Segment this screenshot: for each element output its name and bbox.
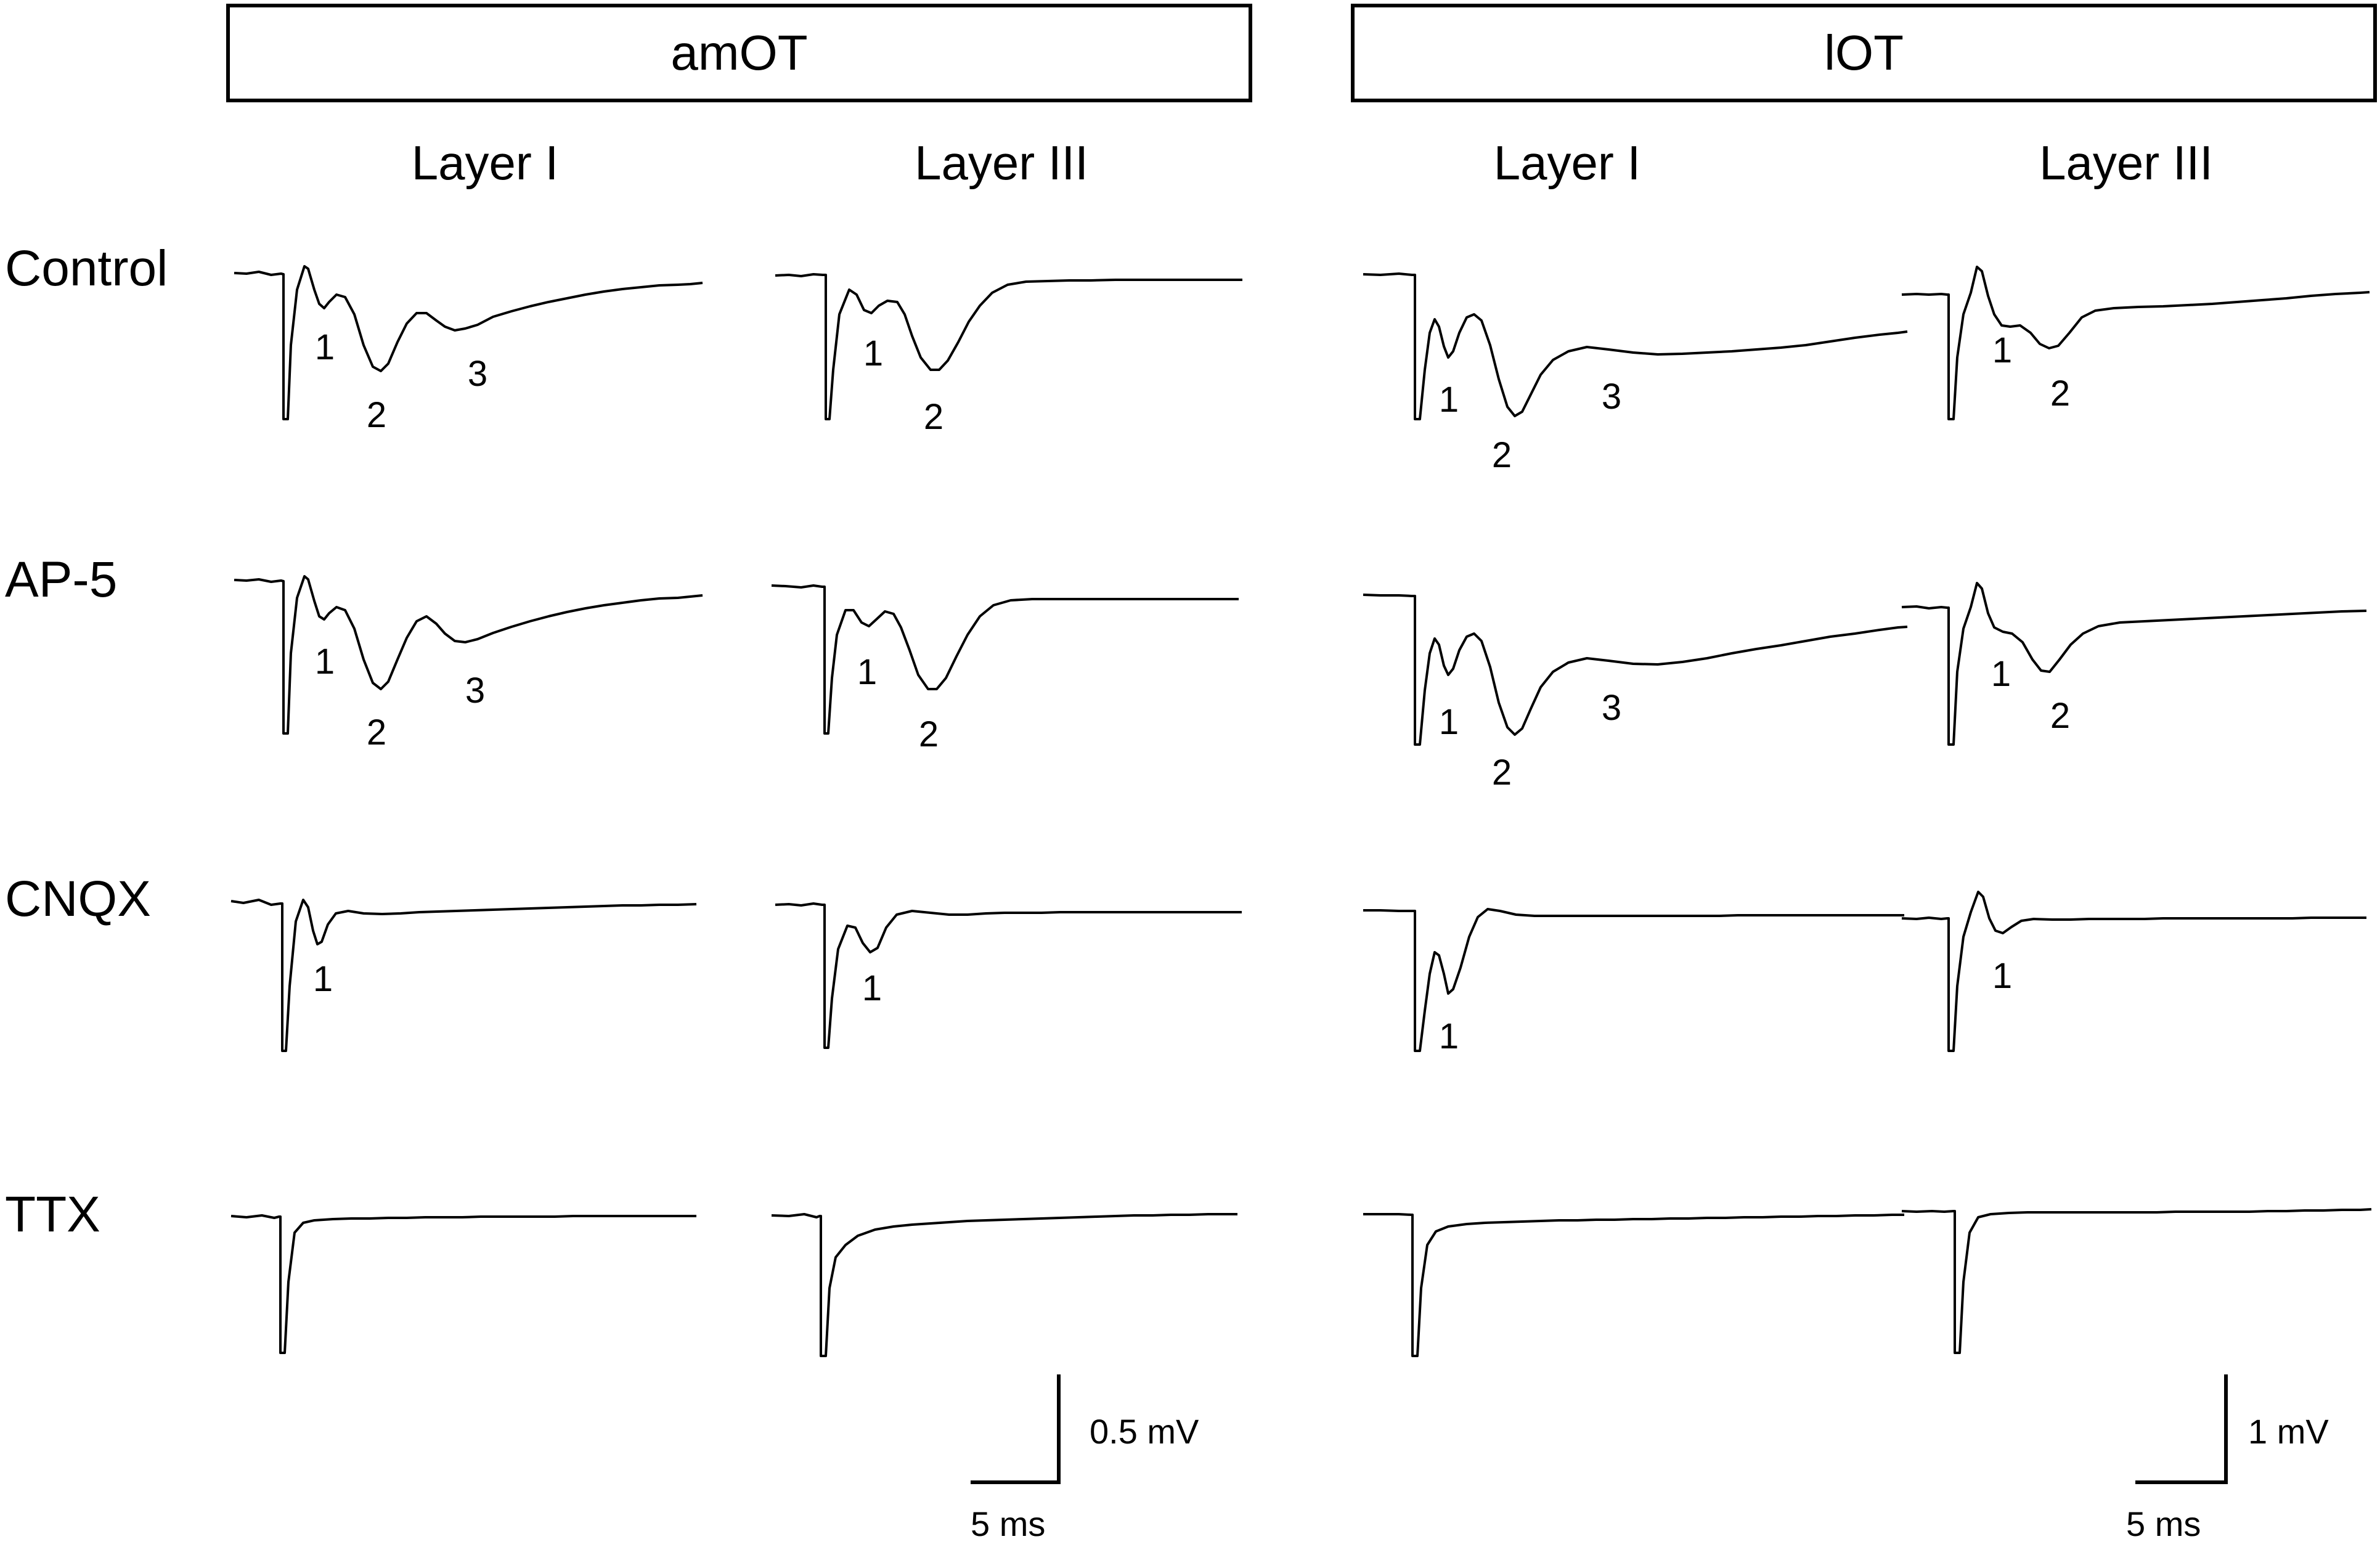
peak-label-cnqx-lot-l1-1: 1 (1438, 1016, 1459, 1056)
row-label-ap5: AP-5 (5, 552, 118, 608)
trace-control-amot-layer1 (234, 265, 703, 420)
scale-label-amot-voltage: 0.5 mV (1090, 1412, 1199, 1451)
trace-ap5-lot-layer1 (1363, 594, 1908, 746)
peak-label-control-lot-l3-2: 2 (2050, 373, 2071, 414)
peak-label-ap5-amot-l3-2: 2 (918, 714, 939, 754)
group-box-amot: amOT (226, 4, 1252, 102)
scale-label-lot-time: 5 ms (2126, 1504, 2201, 1543)
peak-label-ap5-lot-l1-1: 1 (1438, 702, 1459, 742)
peak-label-control-amot-l1-2: 2 (366, 395, 387, 435)
peak-label-control-amot-l3-1: 1 (863, 333, 884, 373)
scale-label-amot-time: 5 ms (971, 1504, 1046, 1543)
peak-label-control-lot-l1-3: 3 (1601, 377, 1622, 417)
peak-label-ap5-lot-l3-2: 2 (2050, 696, 2071, 736)
trace-cnqx-amot-layer3 (775, 902, 1242, 1049)
group-label-lot: lOT (1824, 25, 1904, 80)
scale-bar-amot (971, 1374, 1061, 1484)
trace-cnqx-amot-layer1 (230, 899, 697, 1052)
peak-label-ap5-lot-l1-3: 3 (1601, 688, 1622, 728)
peak-label-cnqx-amot-l1-1: 1 (312, 959, 333, 999)
trace-ttx-amot-layer3 (771, 1213, 1237, 1357)
scale-bar-lot (2135, 1374, 2228, 1484)
peak-label-control-amot-l3-2: 2 (923, 397, 944, 437)
row-label-cnqx: CNQX (5, 871, 151, 927)
trace-control-lot-layer1 (1363, 272, 1908, 420)
trace-ttx-lot-layer1 (1363, 1213, 1904, 1357)
peak-label-control-amot-l1-3: 3 (467, 354, 488, 394)
trace-control-lot-layer3 (1901, 266, 2370, 420)
peak-label-cnqx-lot-l3-1: 1 (1992, 956, 2013, 996)
peak-label-control-lot-l3-1: 1 (1992, 330, 2013, 370)
column-label-lot-layer3: Layer III (2039, 136, 2213, 190)
trace-ap5-amot-layer3 (771, 584, 1239, 735)
trace-cnqx-lot-layer1 (1363, 908, 1904, 1052)
peak-label-ap5-amot-l1-2: 2 (366, 712, 387, 753)
peak-label-control-amot-l1-1: 1 (314, 327, 335, 367)
trace-control-amot-layer3 (775, 273, 1242, 420)
row-label-ttx: TTX (5, 1186, 100, 1243)
trace-ap5-amot-layer1 (234, 575, 703, 735)
group-label-amot: amOT (670, 25, 808, 80)
trace-ttx-lot-layer3 (1901, 1208, 2372, 1354)
column-label-lot-layer1: Layer I (1493, 136, 1641, 190)
peak-label-control-lot-l1-1: 1 (1438, 380, 1459, 420)
peak-label-ap5-amot-l3-1: 1 (857, 652, 878, 692)
peak-label-ap5-lot-l3-1: 1 (1991, 654, 2011, 694)
peak-label-ap5-amot-l1-3: 3 (465, 671, 486, 711)
trace-ttx-amot-layer1 (230, 1214, 696, 1354)
trace-ap5-lot-layer3 (1901, 582, 2367, 746)
column-label-amot-layer1: Layer I (411, 136, 559, 190)
peak-label-ap5-lot-l1-2: 2 (1491, 753, 1512, 793)
peak-label-cnqx-amot-l3-1: 1 (862, 968, 882, 1008)
peak-label-control-lot-l1-2: 2 (1491, 435, 1512, 475)
group-box-lot: lOT (1351, 4, 2377, 102)
peak-label-ap5-amot-l1-1: 1 (314, 642, 335, 682)
row-label-control: Control (5, 240, 168, 296)
trace-cnqx-lot-layer3 (1901, 891, 2366, 1052)
column-label-amot-layer3: Layer III (915, 136, 1088, 190)
scale-label-lot-voltage: 1 mV (2248, 1412, 2329, 1451)
